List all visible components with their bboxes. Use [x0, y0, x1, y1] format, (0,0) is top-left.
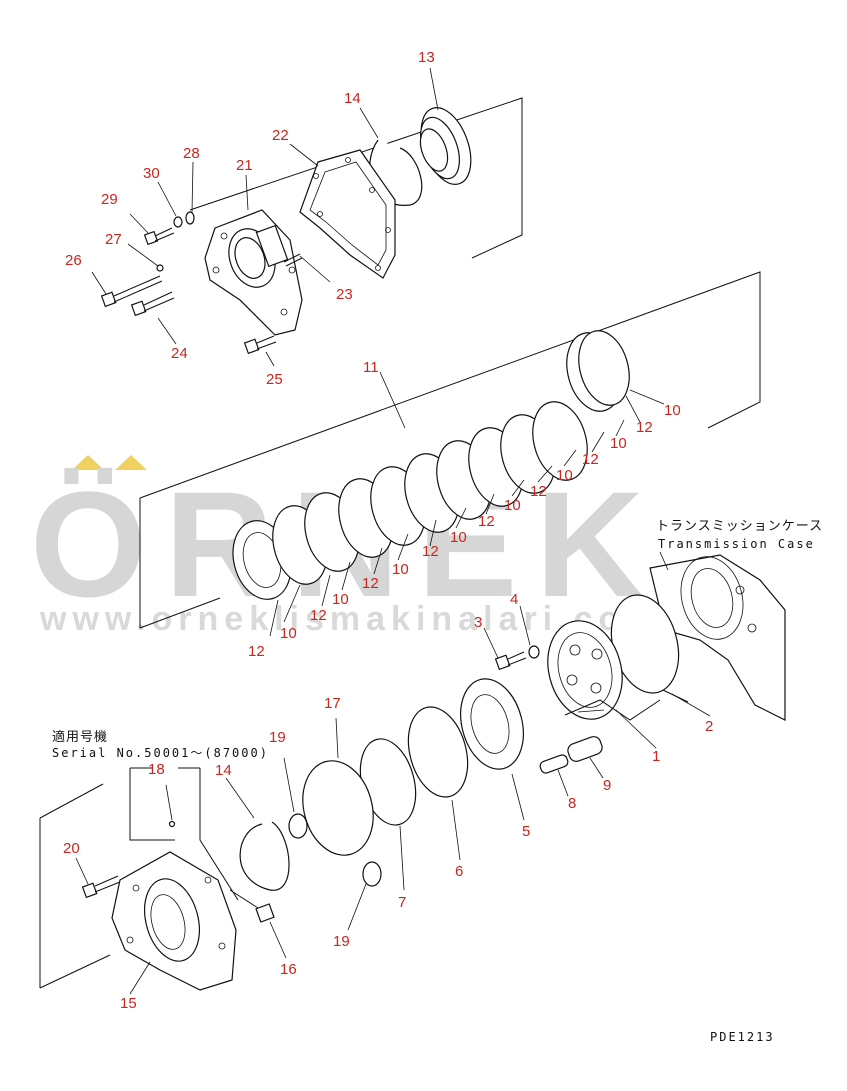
- part-9-spring: [567, 736, 603, 762]
- part-19-o-ring-lower: [362, 861, 382, 887]
- callout-29: 29: [101, 191, 118, 208]
- callout-23: 23: [336, 286, 353, 303]
- callout-18: 18: [148, 761, 165, 778]
- applicable-units-label: 適用号機: [52, 729, 108, 745]
- part-25-bolt: [243, 335, 277, 355]
- callout-10: 10: [332, 591, 349, 608]
- callout-6: 6: [455, 863, 463, 880]
- serial-range-label: Serial No.50001～(87000): [52, 746, 269, 760]
- part-19-o-ring-upper: [288, 813, 308, 839]
- part-20-bolt: [81, 875, 121, 899]
- callout-10: 10: [392, 561, 409, 578]
- callout-12: 12: [310, 607, 327, 624]
- callout-10: 10: [280, 625, 297, 642]
- callout-10: 10: [664, 402, 681, 419]
- part-5-piston: [460, 678, 524, 770]
- part-26-bolt: [100, 275, 163, 308]
- callout-11: 11: [363, 359, 379, 376]
- callout-3: 3: [474, 614, 482, 631]
- callout-4: 4: [510, 591, 518, 608]
- callout-7: 7: [398, 894, 406, 911]
- callout-2: 2: [705, 718, 713, 735]
- callout-25: 25: [266, 371, 283, 388]
- part-27-pin: [156, 264, 164, 272]
- watermark-accent-right: [115, 455, 147, 470]
- part-23-pin: [283, 253, 303, 267]
- callout-26: 26: [65, 252, 82, 269]
- callout-10: 10: [610, 435, 627, 452]
- callout-22: 22: [272, 127, 289, 144]
- part-6-seal-ring: [407, 706, 469, 798]
- callout-16: 16: [280, 961, 297, 978]
- callout-20: 20: [63, 840, 80, 857]
- bottom-assembly: [39, 767, 290, 995]
- callout-12: 12: [636, 419, 653, 436]
- part-17-o-ring: [302, 760, 374, 856]
- callout-5: 5: [522, 823, 530, 840]
- clutch-discs: [232, 330, 630, 600]
- part-29-bolt: [143, 227, 175, 246]
- text-labels: トランスミッションケース Transmission Case 適用号機 Seri…: [52, 519, 823, 1044]
- part-22-gasket: [299, 149, 396, 279]
- callout-21: 21: [236, 157, 253, 174]
- part-15-housing: [111, 851, 237, 991]
- transmission-case: [649, 554, 786, 721]
- callout-12: 12: [582, 451, 599, 468]
- transmission-case-label-jp: トランスミッションケース: [656, 519, 823, 534]
- drawing-code: PDE1213: [710, 1030, 775, 1044]
- callout-12: 12: [478, 513, 495, 530]
- part-14-snap-ring-lower: [239, 821, 290, 891]
- top-assembly: [91, 67, 523, 367]
- callout-10: 10: [504, 497, 521, 514]
- clutch-pack: [139, 271, 761, 637]
- callout-numbers: 13 14 22 21 28 30 29 27 26 23 24 25 11 1…: [63, 49, 713, 1012]
- callout-15: 15: [120, 995, 137, 1012]
- callout-9: 9: [603, 777, 611, 794]
- callout-10: 10: [450, 529, 467, 546]
- part-3-bolt: [494, 651, 527, 671]
- callout-17: 17: [324, 695, 341, 712]
- callout-10: 10: [556, 467, 573, 484]
- callout-19: 19: [333, 933, 350, 950]
- callout-12: 12: [530, 483, 547, 500]
- transmission-case-label-en: Transmission Case: [658, 537, 815, 551]
- part-16-plug: [229, 889, 275, 923]
- callout-1: 1: [652, 748, 660, 765]
- part-1-housing: [547, 620, 623, 720]
- callout-12: 12: [248, 643, 265, 660]
- callout-12: 12: [362, 575, 379, 592]
- callout-30: 30: [143, 165, 160, 182]
- part-21-cover: [204, 209, 303, 336]
- callout-13: 13: [418, 49, 435, 66]
- callout-14: 14: [215, 762, 232, 779]
- part-30-washer: [173, 216, 183, 228]
- callout-12: 12: [422, 543, 439, 560]
- callout-28: 28: [183, 145, 200, 162]
- callout-8: 8: [568, 795, 576, 812]
- callout-27: 27: [105, 231, 122, 248]
- callout-19: 19: [269, 729, 286, 746]
- piston-group: [283, 554, 786, 931]
- part-28-washer: [185, 211, 195, 225]
- callout-14: 14: [344, 90, 361, 107]
- part-24-bolt: [130, 291, 175, 317]
- part-8-spring: [539, 754, 569, 774]
- callout-24: 24: [171, 345, 188, 362]
- part-13-bearing: [419, 107, 472, 185]
- watermark-accent-left: [72, 455, 104, 470]
- part-4-washer: [528, 645, 540, 659]
